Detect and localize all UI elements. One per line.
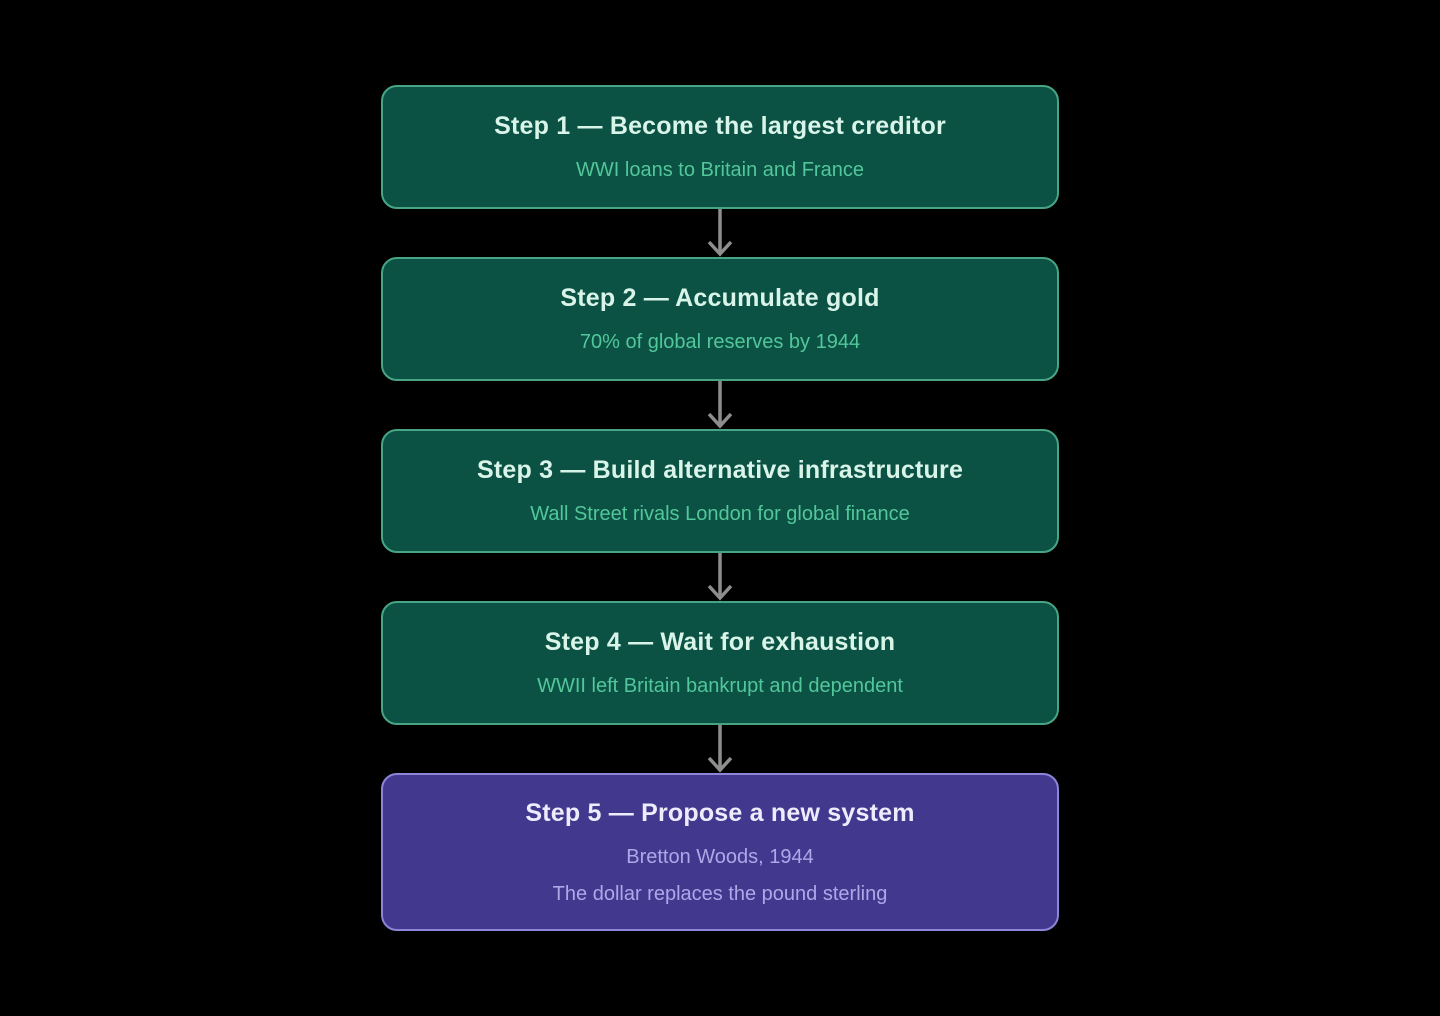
step-5-title: Step 5 — Propose a new system: [525, 798, 915, 827]
step-4-title: Step 4 — Wait for exhaustion: [544, 628, 896, 656]
down-arrow-icon: [700, 725, 740, 773]
step-2-title: Step 2 — Accumulate gold: [560, 284, 880, 312]
step-5-subtitle-1: Bretton Woods, 1944: [626, 845, 814, 868]
down-arrow-icon: [700, 209, 740, 257]
step-4-subtitle: WWII left Britain bankrupt and dependent: [537, 675, 903, 697]
step-3-title: Step 3 — Build alternative infrastructur…: [476, 456, 964, 484]
step-box-4: Step 4 — Wait for exhaustion WWII left B…: [381, 601, 1059, 725]
step-5-subtitle-2: The dollar replaces the pound sterling: [552, 882, 888, 905]
step-box-3: Step 3 — Build alternative infrastructur…: [381, 429, 1059, 553]
flowchart: Step 1 — Become the largest creditor WWI…: [381, 85, 1059, 931]
step-2-subtitle: 70% of global reserves by 1944: [579, 331, 861, 353]
step-1-title: Step 1 — Become the largest creditor: [494, 112, 946, 140]
step-3-subtitle: Wall Street rivals London for global fin…: [530, 503, 910, 525]
down-arrow-icon: [700, 381, 740, 429]
step-box-1: Step 1 — Become the largest creditor WWI…: [381, 85, 1059, 209]
step-1-subtitle: WWI loans to Britain and France: [576, 159, 864, 181]
step-box-5: Step 5 — Propose a new system Bretton Wo…: [381, 773, 1059, 931]
step-box-2: Step 2 — Accumulate gold 70% of global r…: [381, 257, 1059, 381]
down-arrow-icon: [700, 553, 740, 601]
